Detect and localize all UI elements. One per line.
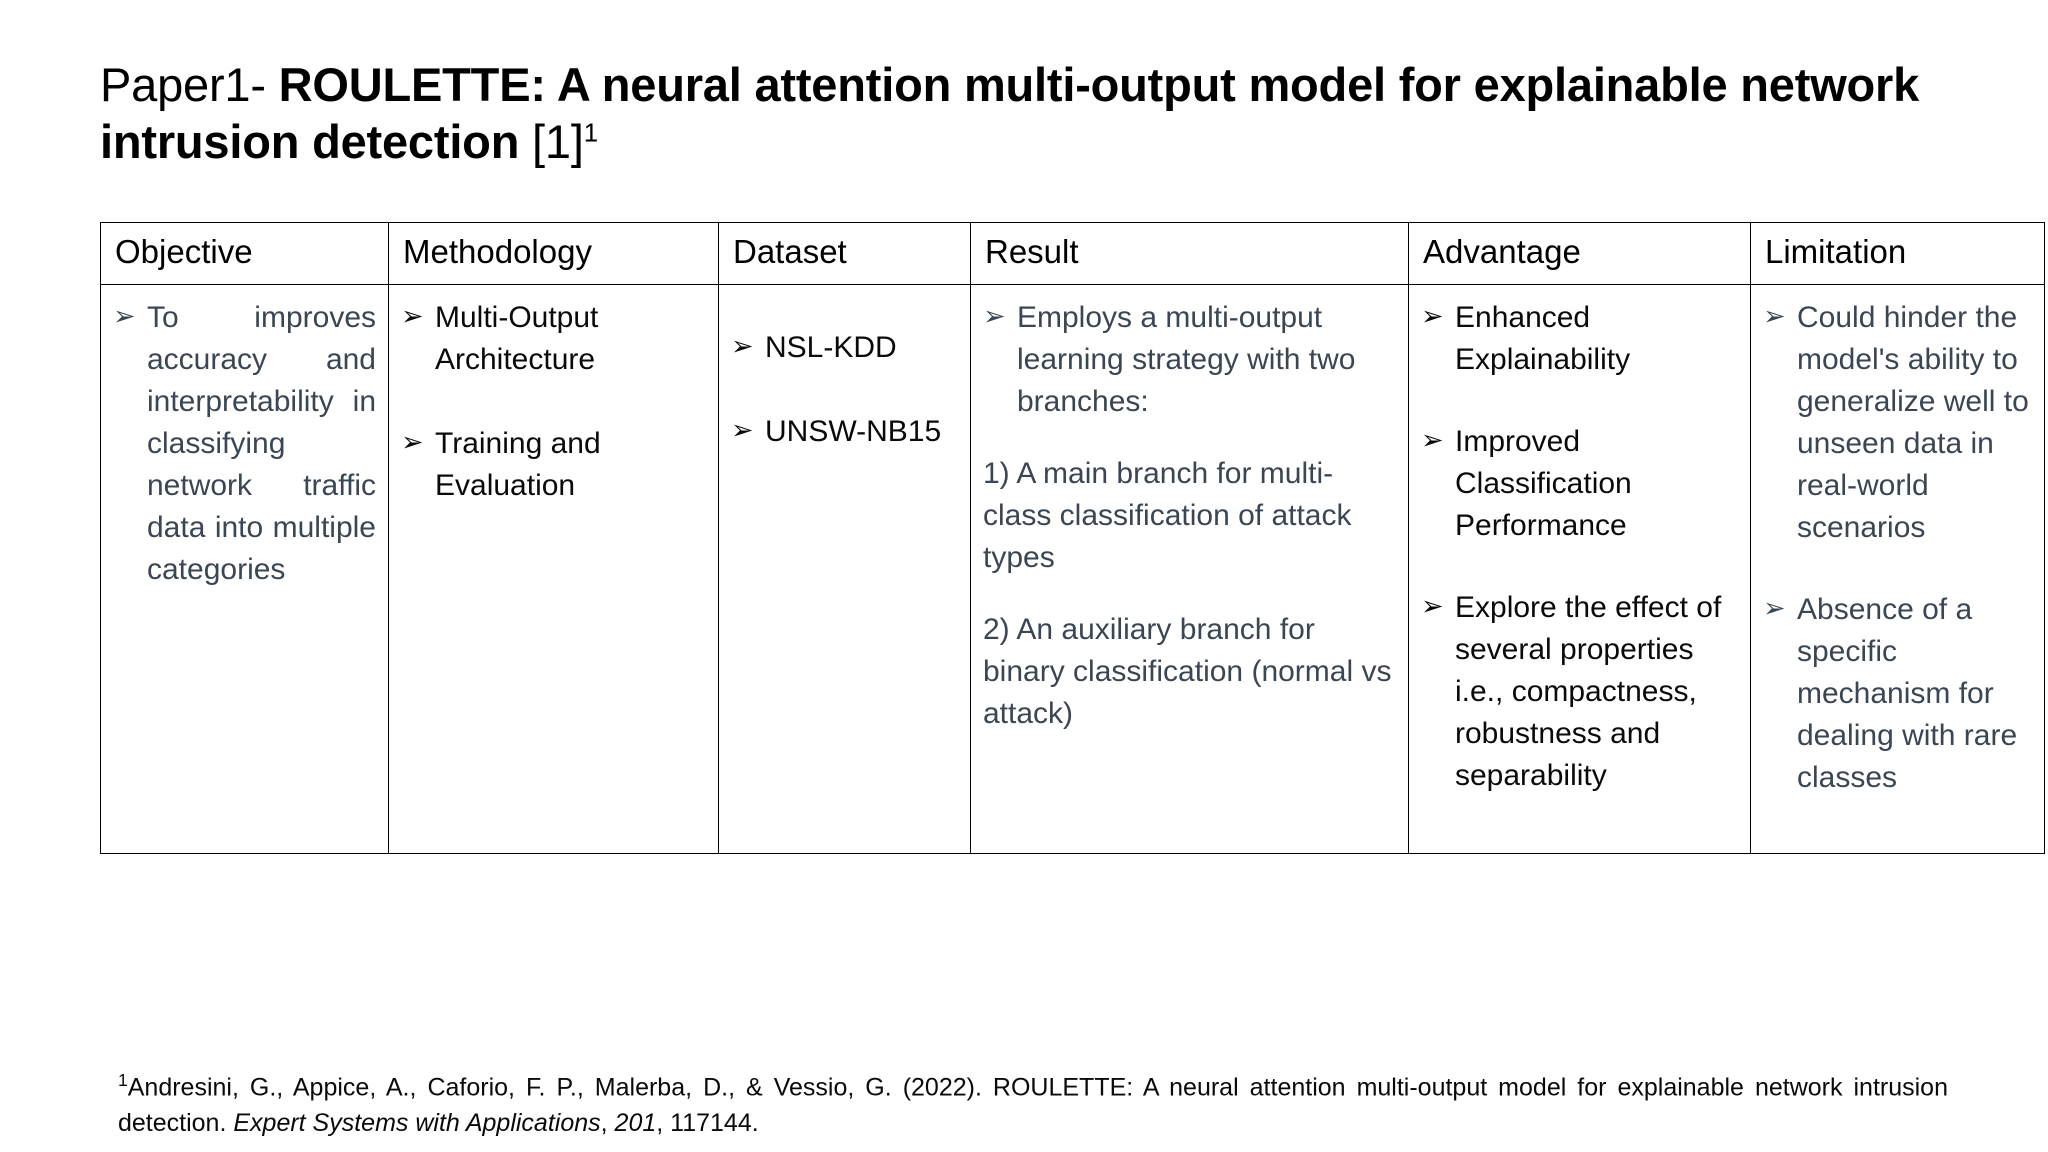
arrow-bullet-icon: ➢	[731, 414, 754, 446]
footnote-volume: 201	[614, 1108, 657, 1137]
column-header-dataset: Dataset	[718, 222, 971, 285]
list-item-label: Explore the effect of several properties…	[1455, 590, 1722, 792]
list-item-label: To improves accuracy and interpretabilit…	[147, 300, 376, 586]
title-superscript: 1	[583, 119, 598, 148]
list-item: ➢ Could hinder the model's ability to ge…	[1763, 297, 2032, 549]
list-item: ➢ Enhanced Explainability	[1421, 297, 1738, 381]
list-item: ➢ UNSW-NB15	[731, 411, 958, 453]
arrow-bullet-icon: ➢	[1763, 592, 1786, 624]
list-item: ➢ Multi-Output Architecture	[401, 297, 706, 381]
table-header-row: Objective Methodology Dataset Result Adv…	[100, 222, 2045, 285]
column-header-objective: Objective	[100, 222, 389, 285]
cell-limitation: ➢ Could hinder the model's ability to ge…	[1750, 283, 2045, 854]
page-title: Paper1- ROULETTE: A neural attention mul…	[100, 56, 1980, 171]
footnote-pages: , 117144.	[656, 1108, 759, 1137]
cell-objective: ➢ To improves accuracy and interpretabil…	[100, 283, 389, 854]
list-item: ➢ Employs a multi-output learning strate…	[983, 297, 1396, 423]
list-item-label: Multi-Output Architecture	[435, 300, 599, 376]
list-item-label: Training and Evaluation	[435, 426, 601, 502]
arrow-bullet-icon: ➢	[983, 300, 1006, 332]
arrow-bullet-icon: ➢	[113, 300, 136, 332]
arrow-bullet-icon: ➢	[401, 426, 424, 458]
table-row: ➢ To improves accuracy and interpretabil…	[100, 283, 2045, 854]
list-item-label: Could hinder the model's ability to gene…	[1797, 300, 2029, 544]
list-item-label: UNSW-NB15	[765, 414, 942, 448]
list-item-label: Improved Classification Performance	[1455, 424, 1632, 542]
list-item: ➢ Absence of a specific mechanism for de…	[1763, 589, 2032, 799]
arrow-bullet-icon: ➢	[1421, 300, 1444, 332]
title-prefix: Paper1-	[100, 58, 279, 111]
footnote-journal: Expert Systems with Applications	[233, 1108, 601, 1137]
list-item: ➢ Explore the effect of several properti…	[1421, 587, 1738, 797]
arrow-bullet-icon: ➢	[1421, 590, 1444, 622]
title-reference: [1]	[519, 115, 584, 169]
cell-advantage: ➢ Enhanced Explainability ➢ Improved Cla…	[1408, 283, 1751, 854]
arrow-bullet-icon: ➢	[401, 300, 424, 332]
result-paragraph-2: 2) An auxiliary branch for binary classi…	[983, 612, 1392, 730]
list-item-label: NSL-KDD	[765, 330, 897, 364]
cell-result: ➢ Employs a multi-output learning strate…	[970, 283, 1409, 854]
cell-methodology: ➢ Multi-Output Architecture ➢ Training a…	[388, 283, 719, 854]
comparison-table: Objective Methodology Dataset Result Adv…	[100, 222, 2045, 854]
column-header-result: Result	[970, 222, 1409, 285]
column-header-limitation: Limitation	[1750, 222, 2045, 285]
list-item-label: Absence of a specific mechanism for deal…	[1797, 592, 2018, 794]
arrow-bullet-icon: ➢	[1421, 424, 1444, 456]
arrow-bullet-icon: ➢	[731, 330, 754, 362]
list-item: ➢ To improves accuracy and interpretabil…	[113, 297, 376, 591]
footnote-separator: ,	[600, 1108, 615, 1137]
result-paragraph-1: 1) A main branch for multi-class classif…	[983, 456, 1352, 574]
cell-dataset: ➢ NSL-KDD ➢ UNSW-NB15	[718, 283, 971, 854]
list-item: ➢ Improved Classification Performance	[1421, 421, 1738, 547]
title-main: ROULETTE: A neural attention multi-outpu…	[100, 58, 1920, 169]
arrow-bullet-icon: ➢	[1763, 300, 1786, 332]
column-header-methodology: Methodology	[388, 222, 719, 285]
column-header-advantage: Advantage	[1408, 222, 1751, 285]
footnote-marker: 1	[118, 1070, 128, 1090]
list-item-label: Employs a multi-output learning strategy…	[1017, 300, 1356, 418]
footnote-citation: 1Andresini, G., Appice, A., Caforio, F. …	[118, 1068, 1948, 1141]
footnote-text: Andresini, G., Appice, A., Caforio, F. P…	[118, 1073, 1948, 1137]
list-item: ➢ NSL-KDD	[731, 327, 958, 369]
list-item: ➢ Training and Evaluation	[401, 423, 706, 507]
list-item-label: Enhanced Explainability	[1455, 300, 1631, 376]
